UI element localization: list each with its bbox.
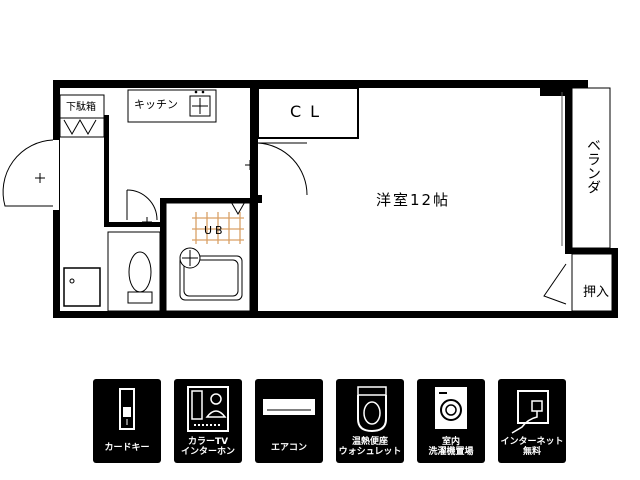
washlet-caption-line2: ウォシュレット: [338, 447, 402, 457]
storage-label: 押入: [583, 285, 610, 300]
amenity-internet: インターネット 無料: [498, 379, 566, 463]
closet-cl: [257, 87, 359, 139]
washlet-toilet-icon: [357, 386, 387, 433]
toilet-door: [126, 189, 158, 221]
air-conditioner-icon: [263, 399, 315, 415]
internet-caption-line2: 無料: [522, 447, 541, 457]
amenity-washing-machine: 室内 洗濯機置場: [417, 379, 485, 463]
toilet-tank: [127, 291, 153, 304]
sink-icon: [189, 95, 211, 117]
bath-vent-icon: [229, 199, 247, 216]
floor-plan: [2, 80, 618, 318]
storage-door: [543, 263, 567, 305]
bathtub: [179, 255, 243, 301]
washing-machine-caption-line1: 室内: [441, 437, 460, 447]
intercom-caption-line2: インターホン: [180, 447, 235, 457]
internet-icon: [511, 390, 549, 434]
interior-walls: [104, 88, 262, 312]
amenity-icons: カードキー カラーTV インターホン エアコン 温熱便座 ウォシュレット: [93, 379, 566, 463]
entrance-door: [2, 139, 54, 207]
intercom-caption-line1: カラーTV: [187, 437, 229, 447]
amenity-card-key: カードキー: [93, 379, 161, 463]
storage-closet: [571, 253, 613, 312]
card-key-icon: [119, 388, 135, 430]
bath-grid: [192, 212, 244, 244]
kitchen-label: キッチン: [134, 98, 178, 111]
amenity-air-conditioner: エアコン: [255, 379, 323, 463]
veranda-label: ベランダ: [585, 138, 601, 194]
air-conditioner-caption: エアコン: [270, 443, 307, 453]
amenity-washlet: 温熱便座 ウォシュレット: [336, 379, 404, 463]
washing-machine-space: [63, 267, 101, 307]
shoe-cabinet-label: 下駄箱: [66, 102, 96, 113]
toilet-room: [107, 231, 161, 312]
washing-machine-icon: [435, 387, 467, 429]
card-key-caption: カードキー: [104, 443, 150, 453]
room-door: [257, 142, 308, 196]
unit-bath-label: UB: [204, 224, 226, 237]
toilet-icon: [128, 251, 152, 293]
veranda-area: [571, 87, 611, 249]
western-room-label: 洋室12帖: [376, 191, 451, 209]
washing-machine-caption-line2: 洗濯機置場: [428, 447, 474, 457]
internet-caption-line1: インターネット: [500, 437, 564, 447]
closet-label: CL: [290, 102, 329, 121]
intercom-icon: [187, 386, 229, 432]
shoe-cabinet: [59, 94, 105, 138]
amenity-intercom: カラーTV インターホン: [174, 379, 242, 463]
washlet-caption-line1: 温熱便座: [351, 437, 388, 447]
entrance-opening: [47, 140, 59, 210]
